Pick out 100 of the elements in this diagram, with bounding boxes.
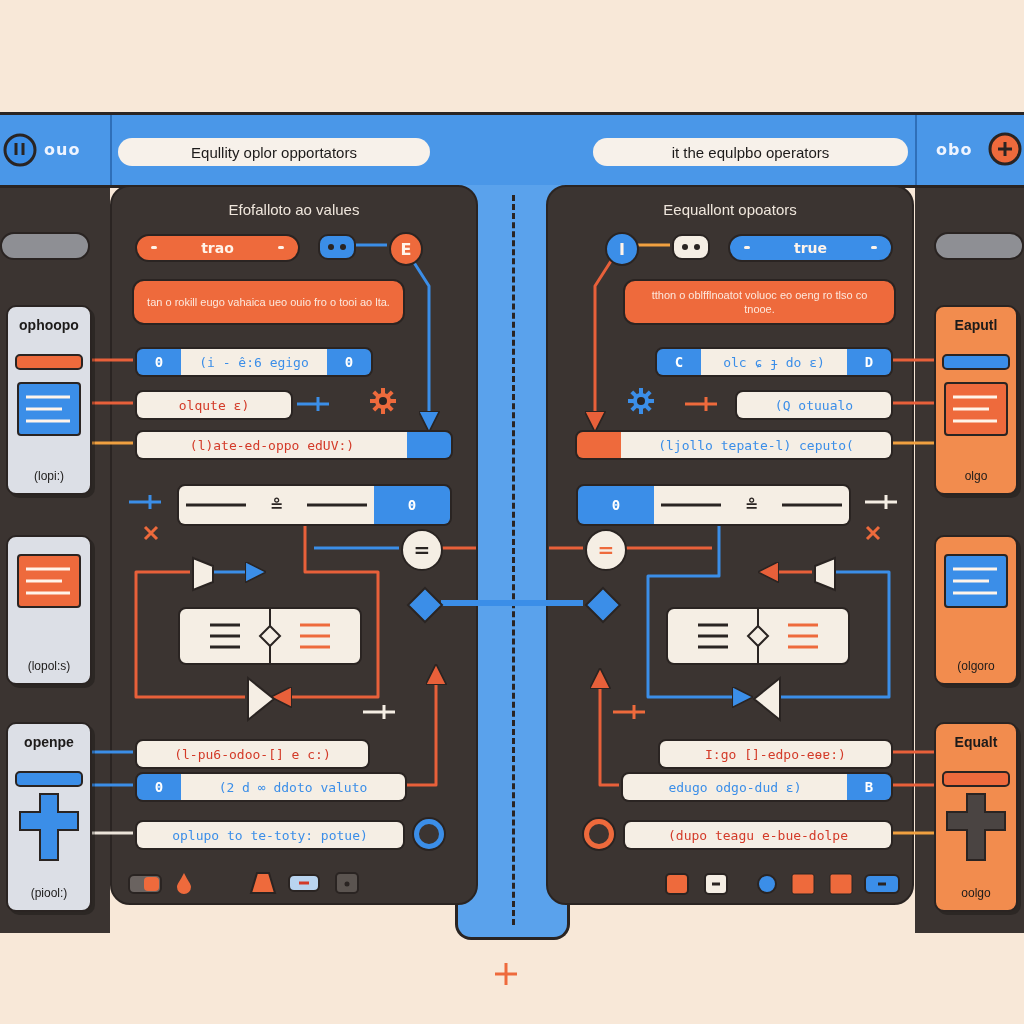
connector-line (134, 570, 245, 699)
connector-line (92, 783, 133, 787)
panel-heading: Eequallont opoators (663, 201, 797, 218)
connector-line (891, 750, 934, 754)
letter-badge: E (389, 232, 423, 266)
split-box (178, 607, 362, 665)
letter-badge: I (605, 232, 639, 266)
diamond-shape (407, 587, 443, 623)
funnel-shape (814, 557, 836, 591)
triangle-shape (247, 677, 275, 721)
connector-line (92, 831, 133, 835)
info-card (934, 722, 1018, 912)
arrow (646, 524, 755, 709)
operator-symbol: ≗ (269, 495, 284, 515)
info-card (6, 305, 92, 495)
panel (546, 185, 914, 905)
code-field: edugo odgo-dud ɛ) (623, 774, 847, 800)
connector-line (891, 783, 934, 787)
operator-bar (177, 484, 452, 526)
code-field: I:go []-edpo-eɵɐ:) (660, 741, 891, 767)
operator-bar (576, 484, 851, 526)
index-tab: 0 (137, 349, 181, 375)
value-row (621, 772, 893, 802)
code-field: (i - ê:6 egigo (181, 349, 327, 375)
toggle-shape (318, 234, 356, 260)
value-row (655, 347, 893, 377)
code-field: (dupo teagu e-bue-dolpe (625, 822, 891, 848)
code-field: olqute ɛ) (137, 392, 291, 418)
card-caption: (lopi:) (34, 469, 64, 483)
description-box: tan o rokill eugo vahaica ueo ouio fro o tooi ao lta. (132, 279, 405, 325)
operator-circle: = (401, 529, 443, 571)
card-caption: (piool:) (30, 886, 68, 900)
value-pill: true (728, 234, 893, 262)
info-card (934, 305, 1018, 495)
connector-line (92, 358, 133, 362)
connector-line (625, 546, 712, 550)
code-field: (ljollo tepate-l) ceputo( (621, 432, 891, 458)
value-pill: trao (135, 234, 300, 262)
index-tab: 0 (578, 486, 654, 524)
code-field: olc ɕ ɟ do ɛ) (701, 349, 847, 375)
diamond-shape (585, 587, 621, 623)
card-title: Equalt (954, 734, 998, 750)
connector-line (549, 546, 583, 550)
card-caption: oolgo (961, 886, 991, 900)
card-title: ophoopo (19, 317, 79, 333)
connector-line (779, 570, 891, 699)
arrow (588, 666, 619, 787)
connector-line (92, 750, 133, 754)
triangle-shape (753, 677, 781, 721)
value-row (135, 430, 453, 460)
info-card (6, 722, 92, 912)
connector-line (891, 831, 934, 835)
value-row (135, 347, 373, 377)
connector-line (441, 546, 476, 550)
connector-line (92, 401, 133, 405)
connector-line (354, 243, 387, 247)
card-title: Eaputl (954, 317, 998, 333)
operator-circle: = (585, 529, 627, 571)
index-tab: 0 (327, 349, 371, 375)
description-box: tthon o oblfflnoatot voluoc eo oeng ro tlso co tnooe. (623, 279, 896, 325)
connector-line (637, 243, 670, 247)
card-caption: (olgoro (957, 659, 995, 673)
code-field: (l)ate-ed-oppo edUV:) (137, 432, 407, 458)
index-tab: 0 (374, 486, 450, 524)
connector-line (314, 546, 399, 550)
connector-line (891, 441, 934, 445)
panel-heading: Efofalloto ao values (228, 201, 360, 218)
ring-shape (584, 819, 614, 849)
panel (110, 185, 478, 905)
split-box (666, 607, 850, 665)
arrow (269, 524, 380, 709)
value-row (575, 430, 893, 460)
index-tab: C (657, 349, 701, 375)
header-label: obo (936, 140, 973, 159)
title-banner: it the equlpbo operators (593, 138, 908, 166)
connector-line (891, 358, 934, 362)
ring-shape (414, 819, 444, 849)
connector-line (92, 441, 133, 445)
index-tab: D (847, 349, 891, 375)
card-title: openpe (24, 734, 74, 750)
code-field: (2 d ∞ ddoto valuto (181, 774, 405, 800)
info-card (934, 535, 1018, 685)
card-caption: (lopol:s) (27, 659, 71, 673)
connector-line (441, 600, 583, 606)
value-row (135, 772, 407, 802)
header-label: ouo (44, 140, 81, 159)
index-tab: 0 (137, 774, 181, 800)
code-field: oplupo to te-toty: potue) (137, 822, 403, 848)
index-tab: B (847, 774, 891, 800)
info-card (6, 535, 92, 685)
code-field: (Q otuualo (737, 392, 891, 418)
card-caption: olgo (964, 469, 988, 483)
code-field: (l-pu6-odoo-[] e c:) (137, 741, 368, 767)
arrow (212, 560, 268, 584)
funnel-shape (192, 557, 214, 591)
operator-symbol: ≗ (744, 495, 759, 515)
arrow (405, 662, 448, 787)
toggle-shape (672, 234, 710, 260)
title-banner: Equllity oplor opportators (118, 138, 430, 166)
arrow (756, 560, 812, 584)
